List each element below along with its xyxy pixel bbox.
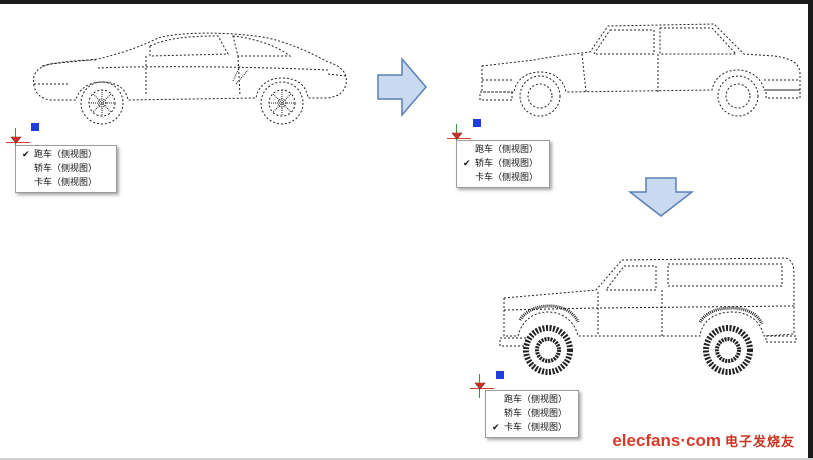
- menu-item-label: 卡车（侧视图）: [504, 423, 568, 433]
- menu-item-sports-car[interactable]: 跑车（侧视图）: [486, 393, 578, 407]
- base-grip-icon[interactable]: [451, 132, 463, 140]
- window-top-border: [0, 0, 813, 4]
- arrow-down-icon: [628, 177, 694, 217]
- visibility-menu-1: ✔ 跑车（侧视图） 轿车（侧视图） 卡车（侧视图）: [15, 145, 117, 193]
- menu-item-truck[interactable]: ✔ 卡车（侧视图）: [486, 421, 578, 435]
- menu-item-label: 轿车（侧视图）: [34, 164, 98, 174]
- menu-item-label: 跑车（侧视图）: [504, 395, 568, 405]
- lookup-grip-icon[interactable]: [473, 119, 481, 127]
- ucs-x-axis: [470, 388, 494, 389]
- watermark-brand: elecfans·com: [612, 431, 721, 450]
- base-grip-icon[interactable]: [474, 382, 486, 390]
- visibility-menu-3: 跑车（侧视图） 轿车（侧视图） ✔ 卡车（侧视图）: [485, 390, 579, 438]
- menu-item-truck[interactable]: 卡车（侧视图）: [16, 176, 116, 190]
- check-icon: ✔: [463, 159, 471, 169]
- truck-drawing[interactable]: [496, 254, 801, 383]
- check-icon: ✔: [22, 150, 30, 160]
- watermark-cn: 电子发烧友: [724, 435, 795, 450]
- menu-item-truck[interactable]: 卡车（侧视图）: [457, 171, 549, 185]
- menu-item-label: 跑车（侧视图）: [475, 145, 539, 155]
- window-bottom-border: [0, 458, 813, 460]
- lookup-grip-icon[interactable]: [496, 371, 504, 379]
- sports-car-drawing[interactable]: [28, 26, 358, 135]
- menu-item-label: 卡车（侧视图）: [34, 178, 98, 188]
- ucs-icon: [447, 118, 477, 148]
- menu-item-sports-car[interactable]: ✔ 跑车（侧视图）: [16, 148, 116, 162]
- sedan-drawing[interactable]: [474, 20, 809, 134]
- ucs-x-axis: [6, 142, 30, 143]
- window-right-border: [808, 0, 813, 460]
- lookup-grip-icon[interactable]: [31, 123, 39, 131]
- menu-item-sedan[interactable]: 轿车（侧视图）: [16, 162, 116, 176]
- arrow-right-icon: [377, 57, 427, 117]
- ucs-icon: [6, 122, 36, 152]
- menu-item-label: 轿车（侧视图）: [475, 159, 539, 169]
- base-grip-icon[interactable]: [10, 136, 22, 144]
- menu-item-sports-car[interactable]: 跑车（侧视图）: [457, 143, 549, 157]
- ucs-x-axis: [447, 138, 471, 139]
- ucs-icon: [470, 368, 500, 398]
- menu-item-label: 轿车（侧视图）: [504, 409, 568, 419]
- menu-item-label: 卡车（侧视图）: [475, 173, 539, 183]
- visibility-menu-2: 跑车（侧视图） ✔ 轿车（侧视图） 卡车（侧视图）: [456, 140, 550, 188]
- menu-item-label: 跑车（侧视图）: [34, 150, 98, 160]
- menu-item-sedan[interactable]: 轿车（侧视图）: [486, 407, 578, 421]
- menu-item-sedan[interactable]: ✔ 轿车（侧视图）: [457, 157, 549, 171]
- check-icon: ✔: [492, 423, 500, 433]
